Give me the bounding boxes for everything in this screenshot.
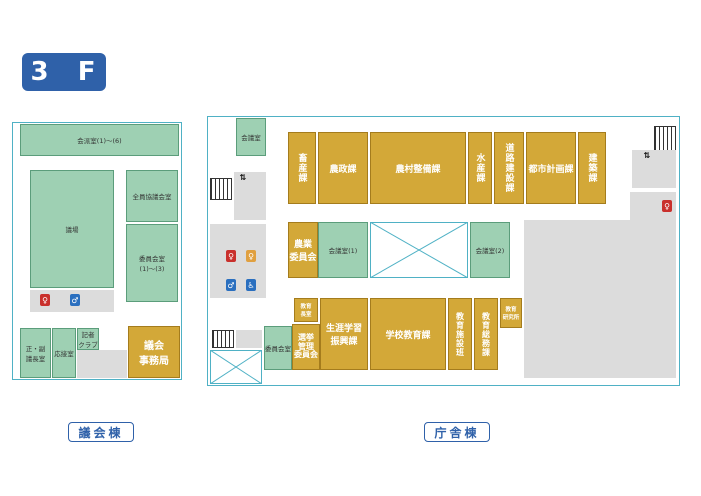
room-zenin: 全員協議会室 (126, 170, 178, 222)
room-kyouiku-soumu: 教育総務課 (474, 298, 498, 370)
room-osetsu: 応接室 (52, 328, 76, 378)
void-center (370, 222, 468, 278)
room-right-large (524, 220, 676, 378)
room-iinkai: 委員会室 (1)〜(3) (126, 224, 178, 302)
room-kisha: 記者 クラブ (77, 328, 99, 350)
room-gakkou: 学校教育課 (370, 298, 446, 370)
room-kisha-lower (77, 350, 127, 378)
council-building-outline (12, 122, 182, 380)
room-seifuku: 正・副 議長室 (20, 328, 51, 378)
office-building-label: 庁舎棟 (424, 422, 490, 442)
elevator-hall-upper (234, 172, 266, 220)
stairs-upper (210, 178, 232, 200)
room-nousei: 農政課 (318, 132, 368, 204)
toilet-male-icon: ♀ (246, 250, 256, 262)
room-nougyou: 農業 委員会 (288, 222, 318, 278)
room-iinkai-small: 委員会室 (264, 326, 292, 370)
accessible-icon: ♿ (246, 279, 256, 291)
room-kyouiku-kenkyu: 教育 研究所 (500, 298, 522, 328)
floor-badge: 3 F (22, 53, 106, 91)
room-senkyo: 選挙 管理 委員会 (292, 324, 320, 370)
room-kaigi-1: 会議室(1) (318, 222, 368, 278)
room-kyouiku-shisetsu: 教育施設班 (448, 298, 472, 370)
elevator-icon: ⇅ (643, 150, 651, 160)
room-gikai-jimukyoku: 議会 事務局 (128, 326, 180, 378)
room-gijo: 議場 (30, 170, 114, 288)
room-kaiha: 会派室(1)〜(6) (20, 124, 179, 156)
room-kenchiku: 建築課 (578, 132, 606, 204)
elevator-icon: ⇅ (239, 172, 247, 182)
room-kyouiku-chou: 教育 長室 (294, 298, 318, 322)
elevator-hall-lower (236, 330, 262, 348)
room-kaigi-top: 会議室 (236, 118, 266, 156)
toilet-male-icon: ♂ (226, 279, 236, 291)
council-building-label: 議会棟 (68, 422, 134, 442)
elevator-hall-right (632, 150, 676, 188)
office-building-outline (207, 116, 680, 386)
toilet-female-icon: ♀ (662, 200, 672, 212)
room-nouson: 農村整備課 (370, 132, 466, 204)
toilet-area-center (210, 224, 266, 298)
room-douro: 道路建設課 (494, 132, 524, 204)
room-toshi: 都市計画課 (526, 132, 576, 204)
stairs-lower (212, 330, 234, 348)
room-chikusan: 畜産課 (288, 132, 316, 204)
toilet-female-icon: ♀ (226, 250, 236, 262)
room-shougai: 生涯学習 振興課 (320, 298, 368, 370)
toilet-female-icon: ♀ (40, 294, 50, 306)
room-gijo-corner (94, 290, 114, 312)
room-suisan: 水産課 (468, 132, 492, 204)
void-lower-left (210, 350, 262, 384)
room-kaigi-2: 会議室(2) (470, 222, 510, 278)
toilet-male-icon: ♂ (70, 294, 80, 306)
